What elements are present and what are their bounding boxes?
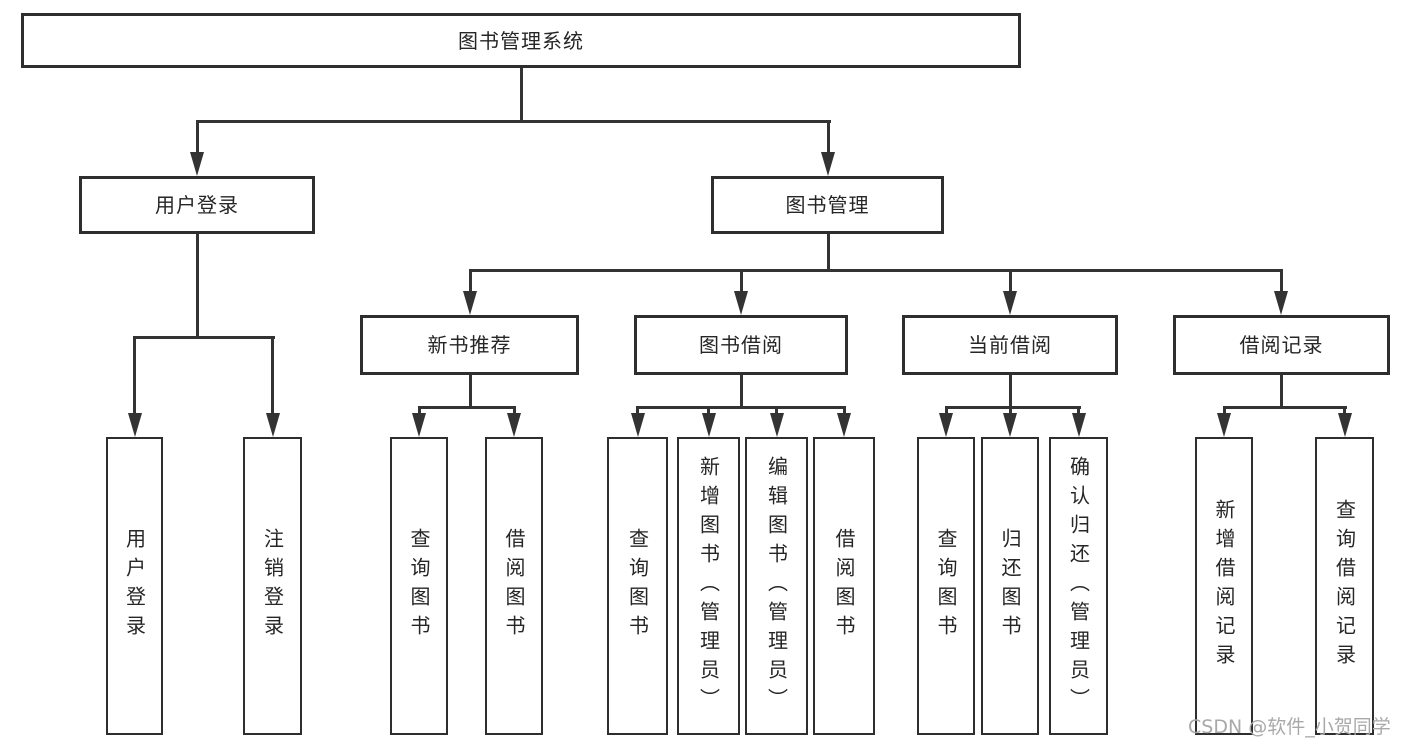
watermark: CSDN @软件_小贺同学 (1188, 716, 1391, 738)
leaf-label: 确认归还（管理员） (1066, 455, 1091, 717)
arrow-down-icon (1003, 413, 1017, 437)
connector-line (739, 375, 743, 407)
connector-line (1279, 375, 1283, 407)
leaf-query-books-current: 查询图书 (917, 437, 975, 735)
connector-line (1222, 405, 1347, 409)
connector-line (512, 406, 516, 415)
leaf-add-books-admin: 新增图书（管理员） (677, 437, 740, 735)
leaf-label: 查询图书 (625, 528, 650, 644)
arrow-down-icon (939, 413, 953, 437)
leaf-query-books-borrowing: 查询图书 (607, 437, 668, 735)
connector-line (826, 234, 830, 271)
connector-line (944, 405, 1081, 409)
leaf-label: 归还图书 (998, 528, 1022, 644)
connector-line (636, 405, 846, 409)
leaf-label: 用户登录 (122, 528, 147, 644)
connector-line (707, 406, 710, 415)
connector-line (1343, 406, 1346, 415)
leaf-label: 新增图书（管理员） (696, 455, 721, 717)
connector-line (1222, 406, 1226, 415)
connector-line (133, 335, 275, 339)
leaf-query-books-recommend: 查询图书 (390, 437, 448, 735)
arrow-down-icon (769, 413, 784, 437)
leaf-query-borrow-record: 查询借阅记录 (1315, 437, 1374, 735)
arrow-down-icon (463, 291, 477, 315)
leaf-edit-books-admin: 编辑图书（管理员） (745, 437, 808, 735)
leaf-label: 查询图书 (407, 528, 431, 644)
connector-line (519, 68, 523, 122)
arrow-down-icon (821, 152, 835, 176)
arrow-down-icon (837, 413, 851, 437)
connector-line (195, 120, 831, 123)
leaf-borrow-books-recommend: 借阅图书 (485, 437, 543, 735)
leaf-label: 查询图书 (934, 528, 958, 644)
leaf-add-borrow-record: 新增借阅记录 (1195, 437, 1253, 735)
leaf-label: 借阅图书 (832, 528, 856, 644)
leaf-logout: 注销登录 (243, 437, 302, 735)
node-label: 用户登录 (155, 193, 239, 217)
node-book-borrowing: 图书借阅 (634, 315, 848, 375)
connector-line (1008, 375, 1012, 407)
connector-line (417, 406, 421, 415)
connector-line (1008, 270, 1012, 293)
arrow-down-icon (412, 413, 426, 437)
leaf-label: 查询借阅记录 (1332, 499, 1357, 673)
connector-line (775, 406, 778, 415)
connector-line (468, 268, 1283, 272)
connector-line (195, 122, 199, 154)
arrow-down-icon (265, 413, 280, 437)
leaf-user-login: 用户登录 (106, 437, 163, 735)
connector-line (468, 375, 472, 407)
node-borrowing-records: 借阅记录 (1173, 315, 1390, 375)
leaf-borrow-books-borrowing: 借阅图书 (813, 437, 875, 735)
leaf-label: 编辑图书（管理员） (764, 455, 789, 717)
connector-line (842, 406, 846, 415)
node-library-management-system: 图书管理系统 (21, 13, 1021, 68)
connector-line (133, 337, 136, 415)
connector-line (195, 234, 199, 338)
arrow-down-icon (1274, 291, 1288, 315)
arrow-down-icon (734, 291, 748, 315)
arrow-down-icon (1217, 413, 1231, 437)
connector-line (1077, 406, 1080, 415)
arrow-down-icon (1337, 413, 1352, 437)
node-user-login: 用户登录 (79, 176, 315, 234)
node-book-management: 图书管理 (711, 176, 944, 234)
connector-line (468, 270, 472, 293)
arrow-down-icon (630, 413, 645, 437)
node-current-borrowing: 当前借阅 (902, 315, 1118, 375)
leaf-confirm-return-admin: 确认归还（管理员） (1049, 437, 1108, 735)
connector-line (944, 406, 948, 415)
arrow-down-icon (190, 152, 204, 176)
node-new-book-recommendation: 新书推荐 (360, 315, 579, 375)
connector-line (739, 270, 743, 293)
node-label: 当前借阅 (968, 333, 1052, 357)
leaf-return-books: 归还图书 (981, 437, 1039, 735)
connector-line (636, 406, 639, 415)
connector-line (271, 337, 274, 415)
connector-line (826, 122, 830, 154)
connector-line (417, 405, 516, 409)
leaf-label: 借阅图书 (502, 528, 526, 644)
node-label: 图书借阅 (699, 333, 783, 357)
arrow-down-icon (127, 413, 142, 437)
arrow-down-icon (1071, 413, 1086, 437)
arrow-down-icon (1003, 291, 1017, 315)
node-label: 图书管理 (785, 193, 870, 217)
leaf-label: 注销登录 (260, 528, 285, 644)
node-label: 图书管理系统 (458, 28, 584, 53)
node-label: 新书推荐 (427, 333, 512, 357)
connector-line (1279, 270, 1283, 293)
leaf-label: 新增借阅记录 (1212, 499, 1236, 673)
node-label: 借阅记录 (1239, 333, 1324, 357)
arrow-down-icon (701, 413, 716, 437)
connector-line (1008, 406, 1012, 415)
arrow-down-icon (507, 413, 521, 437)
